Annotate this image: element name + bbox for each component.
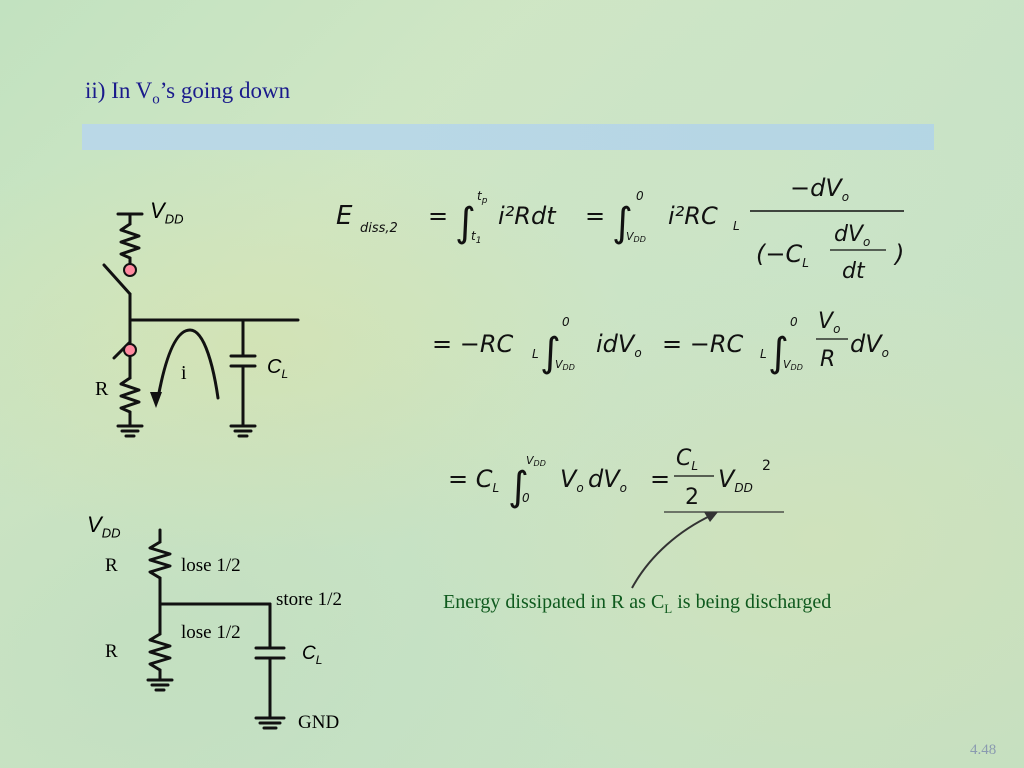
line2-c: = −RC [662, 330, 744, 358]
line2-frac-num: Vo [818, 309, 840, 336]
line3-c: dVo [588, 465, 627, 495]
annotation-text: Energy dissipated in R as CL is being di… [443, 591, 832, 616]
bottom-resistor-label: R [105, 641, 118, 662]
eq2-lower: VDD [626, 230, 646, 244]
bottom-resistor-note: lose 1/2 [181, 622, 241, 643]
load-capacitor-label: CL [267, 356, 289, 381]
top-resistor-label: R [105, 555, 118, 576]
line3-frac-num: CL [676, 446, 698, 473]
current-arrow-icon [150, 392, 162, 408]
vdd-label: VDD [150, 198, 184, 227]
current-label: i [181, 362, 187, 384]
integral-sign: ∫ [768, 330, 789, 376]
integral-sign: ∫ [508, 464, 529, 510]
store-note: store 1/2 [276, 589, 342, 610]
resistor-label: R [95, 378, 109, 400]
line3-superscript: 2 [762, 458, 771, 474]
eq2-term-sub: L [733, 219, 740, 233]
eq2-den-inner-den: dt [842, 259, 866, 284]
line2-d: dVo [850, 330, 889, 360]
line3-equals: = [650, 465, 670, 493]
line2-upper-2: 0 [790, 315, 798, 329]
eq2-upper: 0 [636, 189, 644, 203]
eq2-equals: = [585, 202, 605, 230]
integral-sign: ∫ [540, 330, 561, 376]
line2-upper: 0 [562, 315, 570, 329]
load-capacitor-label-2: CL [302, 643, 323, 667]
slide-title: ii) In Vo’s going down [85, 78, 290, 109]
annotation-arrow-icon [704, 512, 718, 522]
line3-a: = CL [448, 465, 499, 495]
line2-lower: VDD [555, 358, 575, 372]
annotation-arrow-line [631, 514, 713, 589]
line2-b: idVo [596, 330, 642, 360]
title-text: ii) In V [85, 78, 153, 103]
line3-d: VDD [718, 465, 753, 495]
slide-number: 4.48 [970, 742, 997, 758]
line3-lower: 0 [522, 491, 530, 505]
line2-c-sub: L [760, 347, 767, 361]
vdd-label-2: VDD [87, 512, 121, 541]
line2-a-sub: L [532, 347, 539, 361]
eq1-lower: t1 [471, 229, 481, 246]
eq2-numerator: −dVo [790, 174, 849, 204]
line2-lower-2: VDD [783, 358, 803, 372]
eq2-term: i²RC [668, 202, 718, 230]
title-text-end: ’s going down [159, 78, 291, 103]
eq2-den-inner-num: dVo [834, 222, 870, 249]
switch-contact-icon [123, 343, 137, 357]
title-subscript: o [152, 91, 160, 108]
eq1-upper: tp [477, 189, 488, 206]
eq2-den-left: (−CL [756, 240, 809, 270]
line2-frac-den: R [820, 347, 835, 372]
eq1-equals: = [428, 202, 448, 230]
eq1-integrand: i²Rdt [498, 202, 557, 230]
eq2-den-right: ) [893, 240, 904, 268]
line3-b: Vo [560, 465, 584, 495]
line3-frac-den: 2 [685, 485, 699, 510]
top-resistor-note: lose 1/2 [181, 555, 241, 576]
eq1-lhs-sub: diss,2 [360, 221, 398, 236]
line2-a: = −RC [432, 330, 514, 358]
eq1-lhs: E [336, 201, 353, 231]
title-underline-band [82, 124, 934, 150]
integral-sign: ∫ [455, 200, 476, 246]
ground-label: GND [298, 712, 340, 733]
integral-sign: ∫ [612, 200, 633, 246]
line3-upper: VDD [526, 454, 546, 468]
switch-contact-icon [123, 263, 137, 277]
